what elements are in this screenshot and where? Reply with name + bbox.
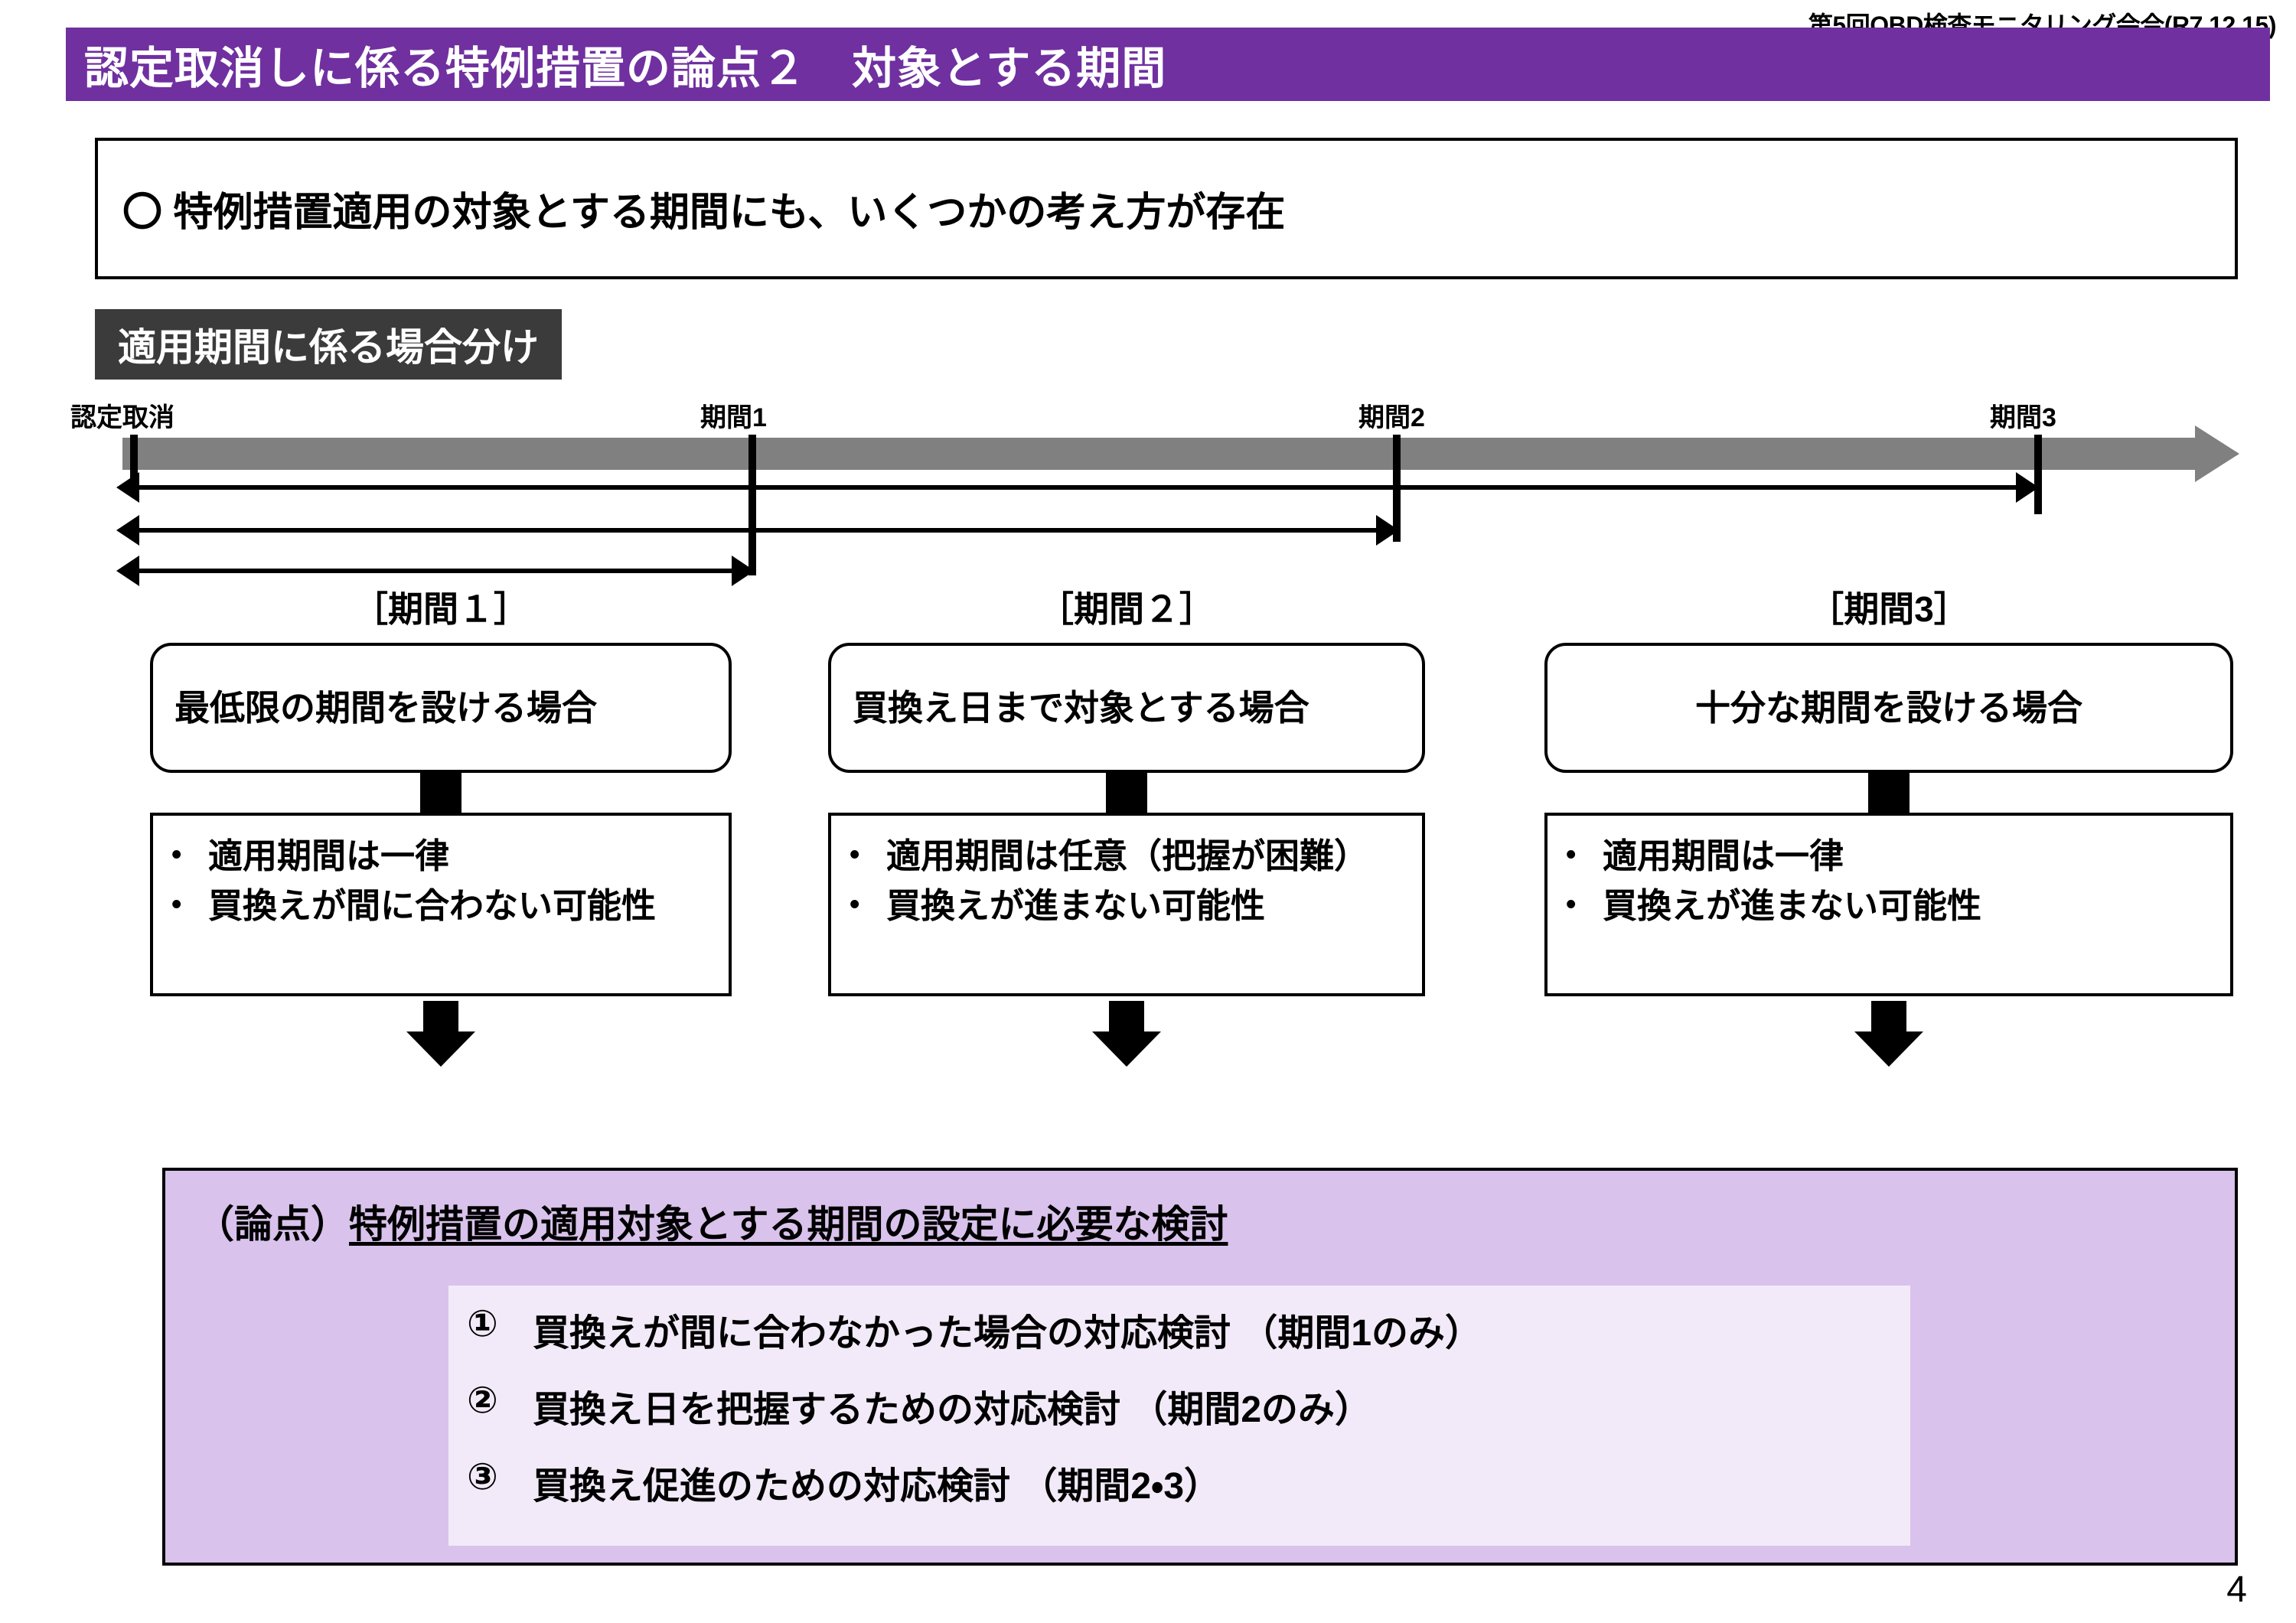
column-1-case-text: 最低限の期間を設ける場合 <box>174 687 597 728</box>
timeline-bar-arrowhead-icon <box>2195 425 2239 482</box>
list-item: • 適用期間は一律 <box>171 834 710 879</box>
timeline-arrow-head-right-1 <box>1376 515 1399 546</box>
timeline-arrow-line-0 <box>139 485 2036 490</box>
list-item: • 買換えが進まない可能性 <box>850 884 1404 929</box>
timeline-tick-label-2: 期間2 <box>1358 403 1425 432</box>
column-1-bullet-box: • 適用期間は一律 • 買換えが間に合わない可能性 <box>150 813 732 996</box>
bullet-dot-icon: • <box>850 839 860 871</box>
statement-text: 〇 特例措置適用の対象とする期間にも、いくつかの考え方が存在 <box>98 180 1285 237</box>
page-title: 認定取消しに係る特例措置の論点２ 対象とする期間 <box>84 44 1167 93</box>
timeline-arrow-line-2 <box>139 569 752 573</box>
list-item: • 適用期間は任意（把握が困難） <box>850 834 1404 879</box>
timeline-tick-label-1: 期間1 <box>700 403 767 432</box>
column-3-case-text: 十分な期間を設ける場合 <box>1695 687 2082 728</box>
summary-item-2-number: ② <box>467 1380 498 1421</box>
bullet-dot-icon: • <box>850 888 860 921</box>
column-2-case-text: 買換え日まで対象とする場合 <box>853 687 1309 728</box>
summary-box: （論点）特例措置の適用対象とする期間の設定に必要な検討 ① 買換えが間に合わなか… <box>162 1168 2238 1566</box>
column-period-1: ［期間１］ 最低限の期間を設ける場合 • 適用期間は一律 • 買換えが間に合わな… <box>150 582 732 1067</box>
summary-item-1: ① 買換えが間に合わなかった場合の対応検討 （期間1のみ） <box>467 1302 1910 1356</box>
column-1-connector <box>420 773 461 813</box>
column-2-case-box: 買換え日まで対象とする場合 <box>828 643 1425 773</box>
summary-inner-panel: ① 買換えが間に合わなかった場合の対応検討 （期間1のみ） ② 買換え日を把握す… <box>448 1286 1910 1546</box>
summary-heading-prefix: （論点） <box>196 1203 349 1246</box>
timeline-tick-label-3: 期間3 <box>1990 403 2056 432</box>
column-2-heading: ［期間２］ <box>1039 589 1215 629</box>
section-label: 適用期間に係る場合分け <box>95 309 562 380</box>
column-2-connector <box>1106 773 1147 813</box>
timeline-arrow-head-right-2 <box>732 556 755 586</box>
timeline-marker-1 <box>748 435 756 575</box>
column-1-bullet-1: 買換えが間に合わない可能性 <box>208 885 657 925</box>
column-3-connector <box>1868 773 1910 813</box>
column-1-bullet-0: 適用期間は一律 <box>208 836 450 875</box>
list-item: • 買換えが進まない可能性 <box>1566 884 2212 929</box>
column-3-heading: ［期間3］ <box>1808 589 1969 629</box>
bullet-dot-icon: • <box>171 839 182 871</box>
summary-heading: （論点）特例措置の適用対象とする期間の設定に必要な検討 <box>196 1194 2204 1249</box>
timeline-arrow-line-1 <box>139 528 1396 533</box>
timeline-arrow-head-left-1 <box>116 515 139 546</box>
summary-item-1-number: ① <box>467 1304 498 1344</box>
column-2-bullet-0: 適用期間は任意（把握が困難） <box>886 836 1369 875</box>
bullet-dot-icon: • <box>171 888 182 921</box>
column-3-bullet-0: 適用期間は一律 <box>1603 836 1844 875</box>
list-item: • 買換えが間に合わない可能性 <box>171 884 710 929</box>
summary-item-1-text: 買換えが間に合わなかった場合の対応検討 （期間1のみ） <box>533 1313 1482 1354</box>
column-2-down-arrow-icon <box>1092 1001 1161 1067</box>
timeline-arrow-head-left-2 <box>116 556 139 586</box>
title-bar: 認定取消しに係る特例措置の論点２ 対象とする期間 <box>66 28 2270 101</box>
statement-box: 〇 特例措置適用の対象とする期間にも、いくつかの考え方が存在 <box>95 138 2238 279</box>
page-number: 4 <box>2226 1569 2247 1610</box>
summary-heading-underlined: 特例措置の適用対象とする期間の設定に必要な検討 <box>349 1203 1228 1246</box>
column-2-bullet-box: • 適用期間は任意（把握が困難） • 買換えが進まない可能性 <box>828 813 1425 996</box>
summary-item-2-text: 買換え日を把握するための対応検討 （期間2のみ） <box>533 1390 1372 1430</box>
statement-body: 特例措置適用の対象とする期間にも、いくつかの考え方が存在 <box>173 191 1286 235</box>
bullet-dot-icon: • <box>1566 839 1577 871</box>
summary-item-3: ③ 買換え促進のための対応検討 （期間2・3） <box>467 1455 1910 1509</box>
summary-item-3-text: 買換え促進のための対応検討 （期間2・3） <box>533 1466 1221 1507</box>
list-item: • 適用期間は一律 <box>1566 834 2212 879</box>
timeline-tick-label-0: 認定取消 <box>70 403 174 432</box>
timeline-marker-0 <box>130 435 138 479</box>
column-period-3: ［期間3］ 十分な期間を設ける場合 • 適用期間は一律 • 買換えが進まない可能… <box>1544 582 2233 1067</box>
summary-item-2: ② 買換え日を把握するための対応検討 （期間2のみ） <box>467 1379 1910 1432</box>
bullet-dot-icon: • <box>1566 888 1577 921</box>
section-label-text: 適用期間に係る場合分け <box>118 326 539 369</box>
column-1-heading: ［期間１］ <box>353 589 529 629</box>
column-3-bullet-box: • 適用期間は一律 • 買換えが進まない可能性 <box>1544 813 2233 996</box>
column-3-down-arrow-icon <box>1854 1001 1923 1067</box>
column-period-2: ［期間２］ 買換え日まで対象とする場合 • 適用期間は任意（把握が困難） • 買… <box>828 582 1425 1067</box>
timeline-diagram: 認定取消 期間1 期間2 期間3 <box>0 383 2296 589</box>
column-2-bullet-1: 買換えが進まない可能性 <box>886 885 1266 925</box>
column-3-bullet-1: 買換えが進まない可能性 <box>1603 885 1982 925</box>
statement-marker-icon: 〇 <box>122 191 163 235</box>
timeline-arrow-head-left-0 <box>116 472 139 503</box>
timeline-bar <box>122 438 2197 470</box>
column-3-case-box: 十分な期間を設ける場合 <box>1544 643 2233 773</box>
column-1-case-box: 最低限の期間を設ける場合 <box>150 643 732 773</box>
timeline-arrow-head-right-0 <box>2016 472 2039 503</box>
column-1-down-arrow-icon <box>406 1001 475 1067</box>
summary-item-3-number: ③ <box>467 1457 498 1498</box>
